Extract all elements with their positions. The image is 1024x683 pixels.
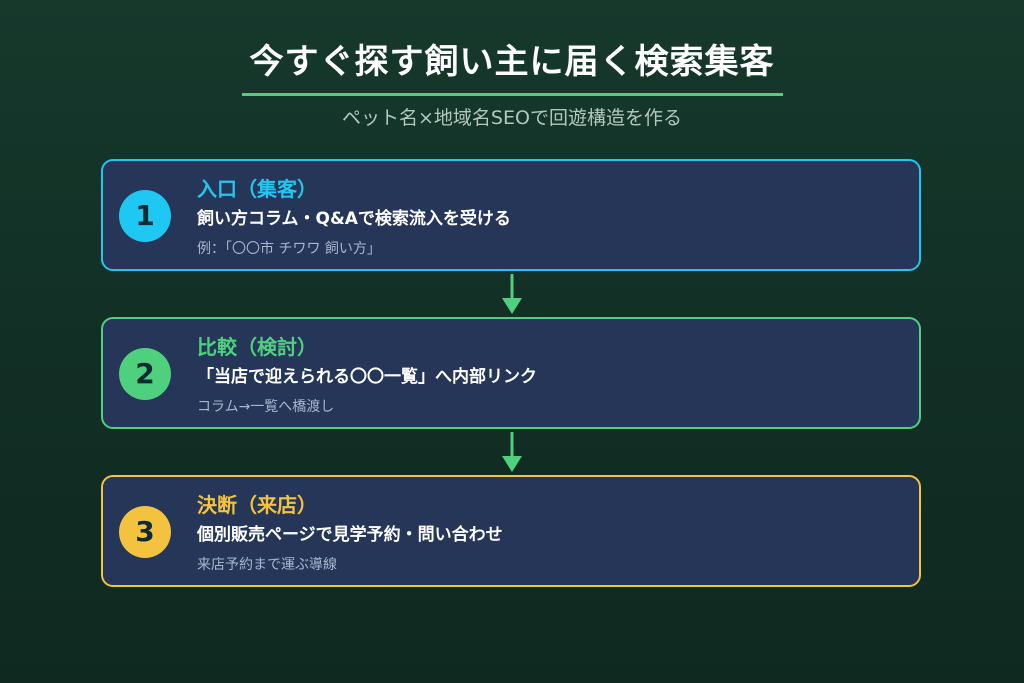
step-description: 飼い方コラム・Q&Aで検索流入を受ける [197, 209, 511, 229]
step-example: 例：「〇〇市 チワワ 飼い方」 [197, 241, 381, 257]
step-number-badge: 3 [119, 506, 171, 558]
step-card-decision: 3 決断（来店） 個別販売ページで見学予約・問い合わせ 来店予約まで運ぶ導線 [101, 475, 921, 587]
step-description: 「当店で迎えられる〇〇一覧」へ内部リンク [197, 367, 537, 387]
step-number-badge: 1 [119, 190, 171, 242]
step-example: 来店予約まで運ぶ導線 [197, 557, 337, 573]
down-arrow-icon [502, 432, 522, 472]
step-number-badge: 2 [119, 348, 171, 400]
step-card-entry: 1 入口（集客） 飼い方コラム・Q&Aで検索流入を受ける 例：「〇〇市 チワワ … [101, 159, 921, 271]
step-title: 比較（検討） [197, 335, 317, 359]
step-description: 個別販売ページで見学予約・問い合わせ [197, 525, 503, 545]
page-title: 今すぐ探す飼い主に届く検索集客 [249, 42, 775, 82]
title-underline [242, 93, 783, 96]
step-card-compare: 2 比較（検討） 「当店で迎えられる〇〇一覧」へ内部リンク コラム→一覧へ橋渡し [101, 317, 921, 429]
step-title: 決断（来店） [197, 493, 317, 517]
step-example: コラム→一覧へ橋渡し [197, 399, 335, 415]
step-title: 入口（集客） [197, 177, 317, 201]
down-arrow-icon [502, 274, 522, 314]
page-subtitle: ペット名×地域名SEOで回遊構造を作る [342, 107, 682, 129]
